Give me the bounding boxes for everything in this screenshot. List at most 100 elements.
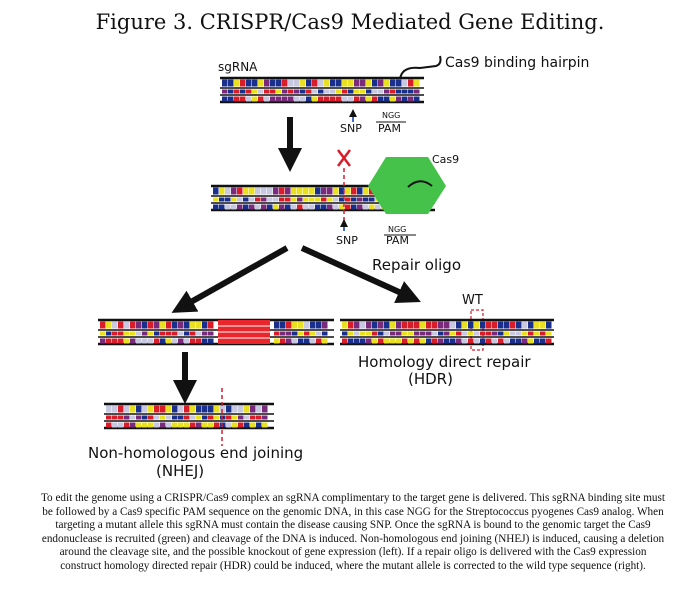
base-pair bbox=[321, 187, 327, 195]
base-pair bbox=[142, 422, 148, 428]
base-pair bbox=[420, 331, 426, 336]
base-pair bbox=[184, 331, 190, 336]
base-pair bbox=[336, 89, 342, 94]
base-pair bbox=[208, 405, 214, 413]
base-pair bbox=[178, 422, 184, 428]
base-pair bbox=[291, 187, 297, 195]
base-pair bbox=[273, 204, 279, 210]
base-pair bbox=[396, 338, 402, 344]
base-pair bbox=[237, 197, 243, 202]
base-pair bbox=[390, 96, 396, 102]
base-pair bbox=[528, 338, 534, 344]
base-pair bbox=[402, 331, 408, 336]
base-pair bbox=[274, 331, 280, 336]
base-pair bbox=[106, 331, 112, 336]
base-pair bbox=[408, 79, 414, 87]
base-pair bbox=[372, 338, 378, 344]
base-pair bbox=[256, 415, 262, 420]
base-pair bbox=[244, 422, 250, 428]
hdr-label-line1: Homology direct repair bbox=[358, 353, 531, 371]
base-pair bbox=[184, 415, 190, 420]
base-pair bbox=[202, 331, 208, 336]
base-pair bbox=[345, 204, 351, 210]
base-pair bbox=[396, 96, 402, 102]
base-pair bbox=[309, 187, 315, 195]
snp-label: SNP bbox=[340, 122, 362, 135]
base-pair bbox=[130, 415, 136, 420]
base-pair bbox=[274, 321, 280, 329]
base-pair bbox=[172, 415, 178, 420]
base-pair bbox=[504, 321, 510, 329]
base-pair bbox=[426, 331, 432, 336]
base-pair bbox=[396, 331, 402, 336]
base-pair bbox=[414, 96, 420, 102]
base-pair bbox=[222, 79, 228, 87]
base-pair bbox=[294, 79, 300, 87]
base-pair bbox=[306, 89, 312, 94]
base-pair bbox=[258, 89, 264, 94]
base-pair bbox=[516, 321, 522, 329]
base-pair bbox=[292, 321, 298, 329]
base-pair bbox=[304, 321, 310, 329]
base-pair bbox=[232, 415, 238, 420]
base-pair bbox=[249, 187, 255, 195]
base-pair bbox=[378, 338, 384, 344]
base-pair bbox=[327, 204, 333, 210]
base-pair bbox=[360, 89, 366, 94]
base-pair bbox=[339, 187, 345, 195]
base-pair bbox=[363, 204, 369, 210]
base-pair bbox=[450, 331, 456, 336]
base-pair bbox=[396, 79, 402, 87]
base-pair bbox=[348, 338, 354, 344]
dna-strand-deletion bbox=[98, 318, 334, 346]
base-pair bbox=[378, 89, 384, 94]
base-pair bbox=[297, 204, 303, 210]
base-pair bbox=[309, 197, 315, 202]
base-pair bbox=[190, 422, 196, 428]
base-pair bbox=[282, 96, 288, 102]
base-pair bbox=[130, 338, 136, 344]
base-pair bbox=[372, 331, 378, 336]
cas9-complex: Cas9 SNP NGG PAM bbox=[211, 149, 459, 247]
base-pair bbox=[322, 338, 328, 344]
base-pair bbox=[321, 204, 327, 210]
base-pair bbox=[196, 405, 202, 413]
base-pair bbox=[234, 96, 240, 102]
base-pair bbox=[148, 422, 154, 428]
base-pair bbox=[136, 422, 142, 428]
base-pair bbox=[118, 321, 124, 329]
base-pair bbox=[375, 204, 381, 210]
base-pair bbox=[124, 422, 130, 428]
snp-label-2: SNP bbox=[336, 234, 358, 247]
pam-label-2: PAM bbox=[386, 234, 409, 247]
base-pair bbox=[462, 331, 468, 336]
base-pair bbox=[238, 422, 244, 428]
base-pair bbox=[112, 422, 118, 428]
base-pair bbox=[100, 331, 106, 336]
base-pair bbox=[136, 415, 142, 420]
base-pair bbox=[480, 321, 486, 329]
base-pair bbox=[456, 338, 462, 344]
base-pair bbox=[342, 338, 348, 344]
base-pair bbox=[213, 204, 219, 210]
base-pair bbox=[267, 204, 273, 210]
base-pair bbox=[360, 96, 366, 102]
base-pair bbox=[372, 321, 378, 329]
base-pair bbox=[339, 197, 345, 202]
base-pair bbox=[396, 321, 402, 329]
base-pair bbox=[438, 338, 444, 344]
base-pair bbox=[378, 331, 384, 336]
base-pair bbox=[480, 331, 486, 336]
base-pair bbox=[214, 422, 220, 428]
base-pair bbox=[124, 331, 130, 336]
base-pair bbox=[369, 204, 375, 210]
base-pair bbox=[298, 338, 304, 344]
base-pair bbox=[112, 321, 118, 329]
base-pair bbox=[360, 79, 366, 87]
base-pair bbox=[351, 204, 357, 210]
base-pair bbox=[219, 204, 225, 210]
base-pair bbox=[351, 197, 357, 202]
base-pair bbox=[300, 96, 306, 102]
base-pair bbox=[372, 79, 378, 87]
base-pair bbox=[276, 96, 282, 102]
